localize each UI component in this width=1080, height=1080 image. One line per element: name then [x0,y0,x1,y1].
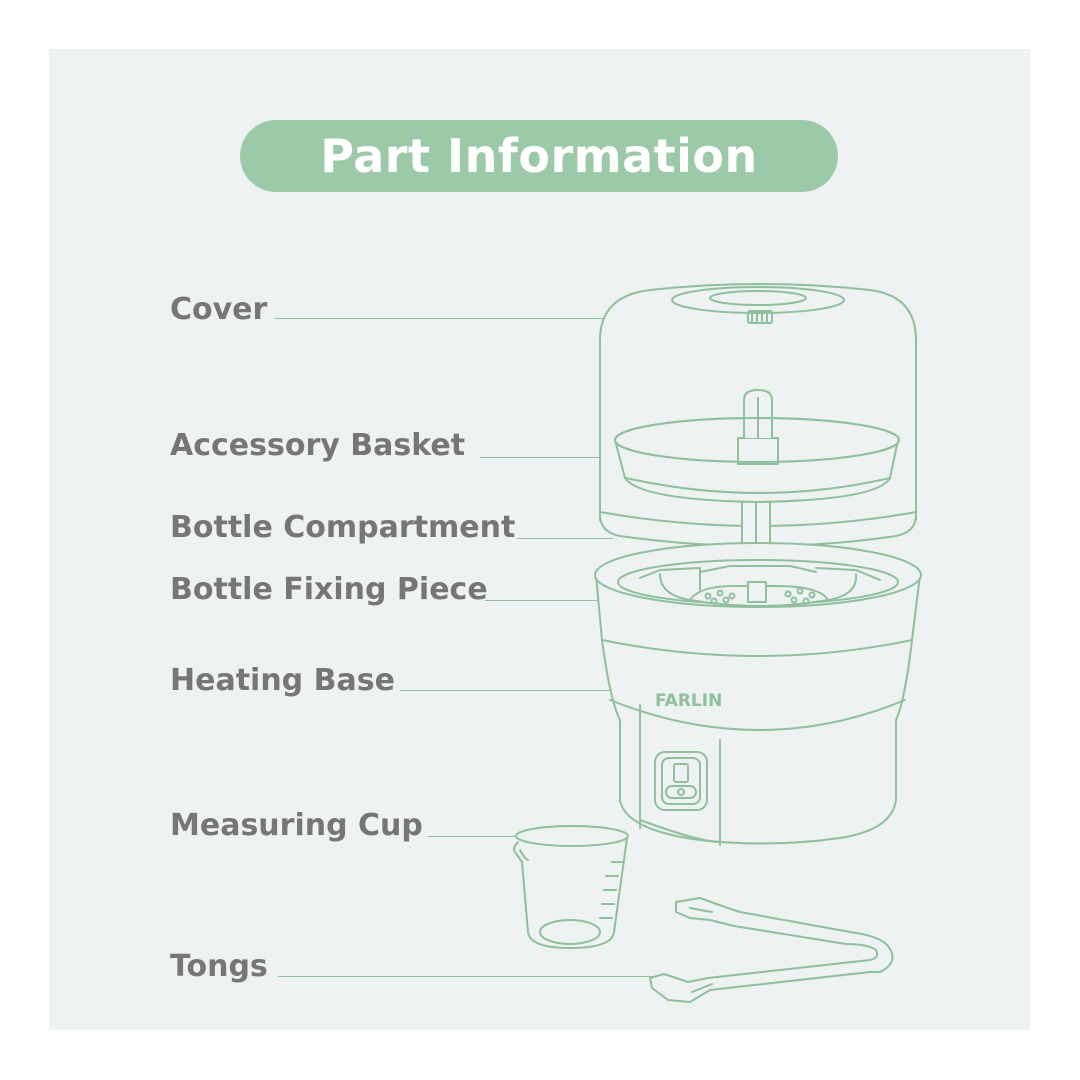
brand-logo: FARLIN [655,691,722,711]
leader-line-bottle-fixing-piece [485,600,675,601]
heating-base-illustration [594,542,922,846]
measuring-cup-illustration [513,825,629,949]
leader-line-bottle-compartment [517,538,613,539]
label-tongs: Tongs [170,949,268,984]
title-banner: Part Information [240,120,838,192]
label-bottle-fixing-piece: Bottle Fixing Piece [170,572,488,607]
label-bottle-compartment: Bottle Compartment [170,510,516,545]
leader-line-cover [275,318,628,319]
page-title: Part Information [320,129,758,183]
label-measuring-cup: Measuring Cup [170,808,423,843]
leader-line-measuring-cup [428,836,540,837]
leader-line-heating-base [400,690,628,691]
leader-line-tongs [278,976,656,977]
label-accessory-basket: Accessory Basket [170,428,466,463]
tongs-illustration [649,897,894,1003]
label-heating-base: Heating Base [170,663,395,698]
label-cover: Cover [170,292,268,327]
leader-line-accessory-basket [480,457,613,458]
